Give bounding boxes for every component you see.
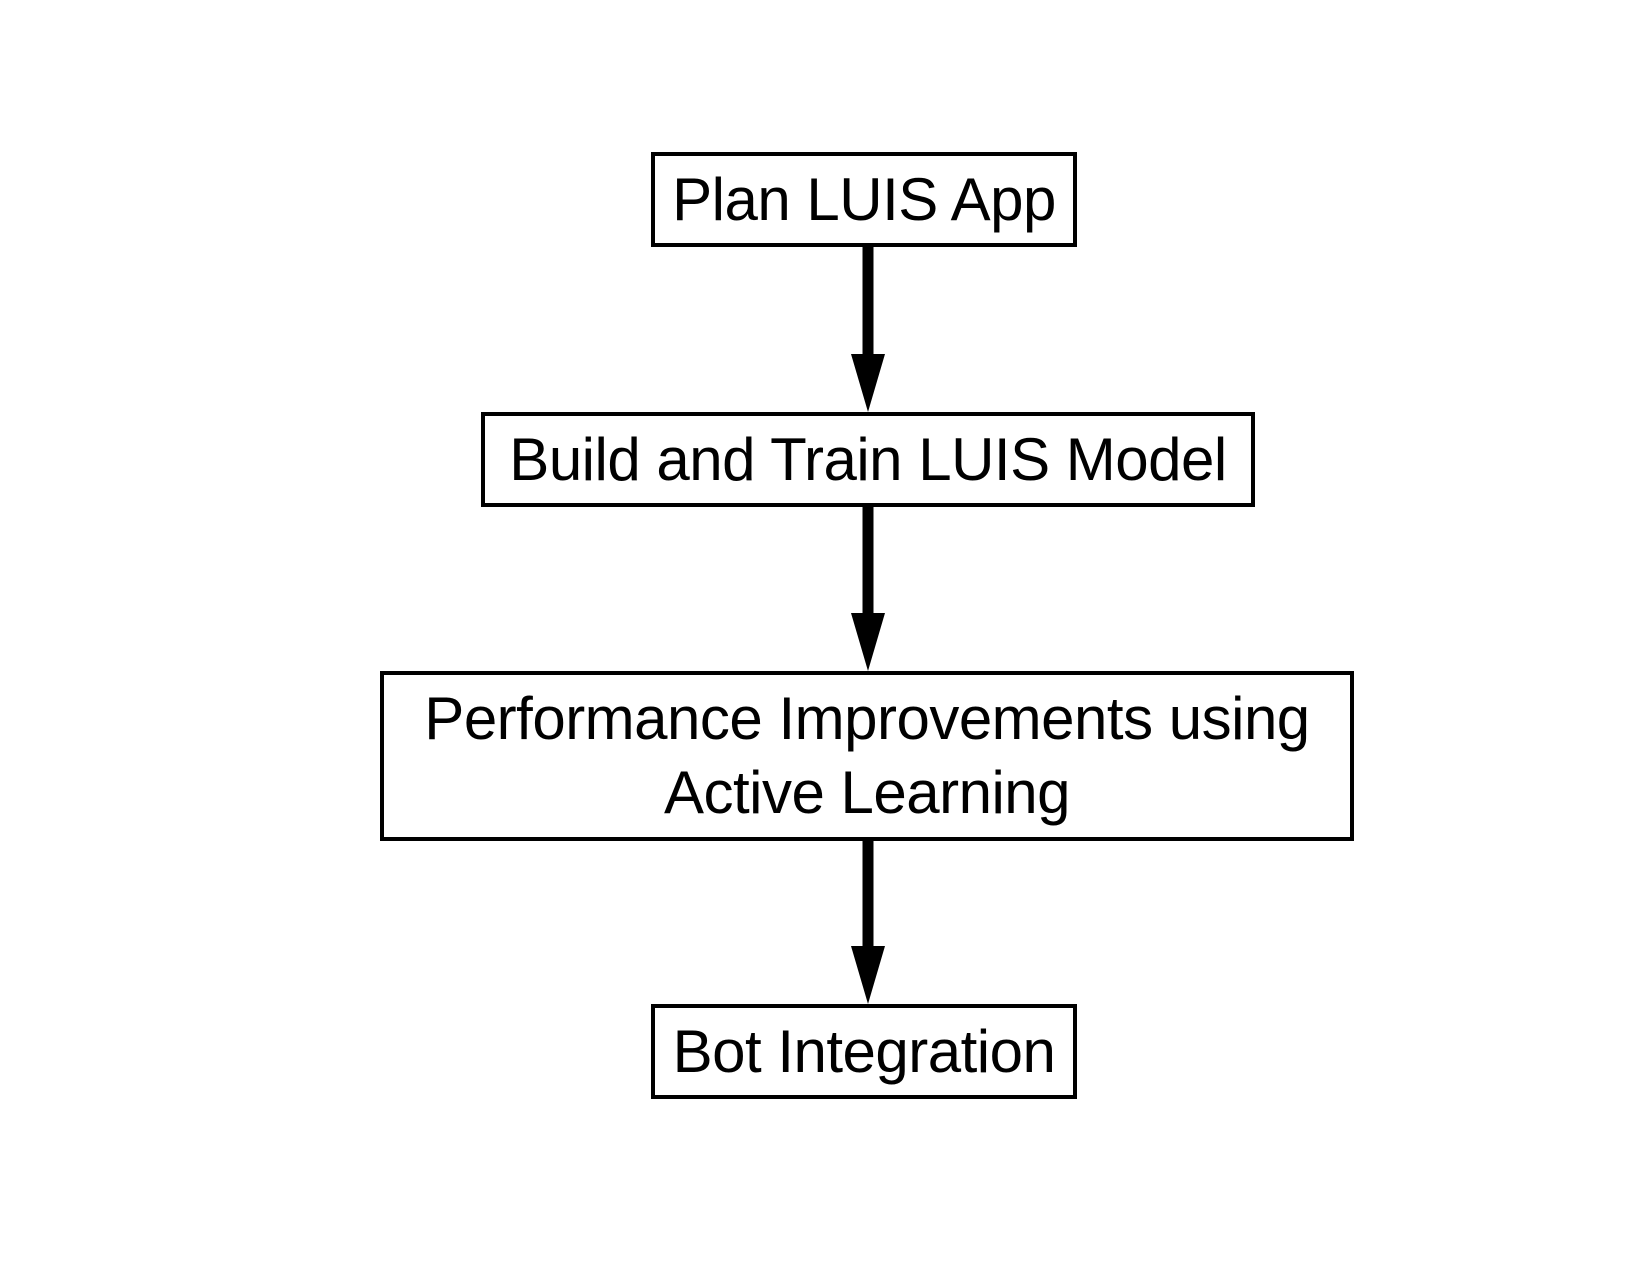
node-performance-improvements: Performance Improvements using Active Le…	[380, 671, 1354, 841]
arrow-plan-to-build	[851, 247, 885, 412]
node-label: Bot Integration	[672, 1017, 1056, 1085]
node-label: Build and Train LUIS Model	[509, 425, 1227, 493]
node-plan-luis-app: Plan LUIS App	[651, 152, 1077, 247]
node-bot-integration: Bot Integration	[651, 1004, 1077, 1099]
arrow-head	[851, 946, 885, 1004]
arrow-build-to-improve	[851, 507, 885, 671]
arrow-head	[851, 354, 885, 412]
arrow-improve-to-bot	[851, 841, 885, 1004]
arrow-head	[851, 613, 885, 671]
node-label-line-1: Performance Improvements using	[424, 685, 1310, 752]
node-build-and-train-luis-model: Build and Train LUIS Model	[481, 412, 1255, 507]
node-label-line-2: Active Learning	[663, 759, 1071, 826]
node-label-group: Performance Improvements using Active Le…	[424, 682, 1310, 830]
node-label: Plan LUIS App	[672, 165, 1056, 233]
